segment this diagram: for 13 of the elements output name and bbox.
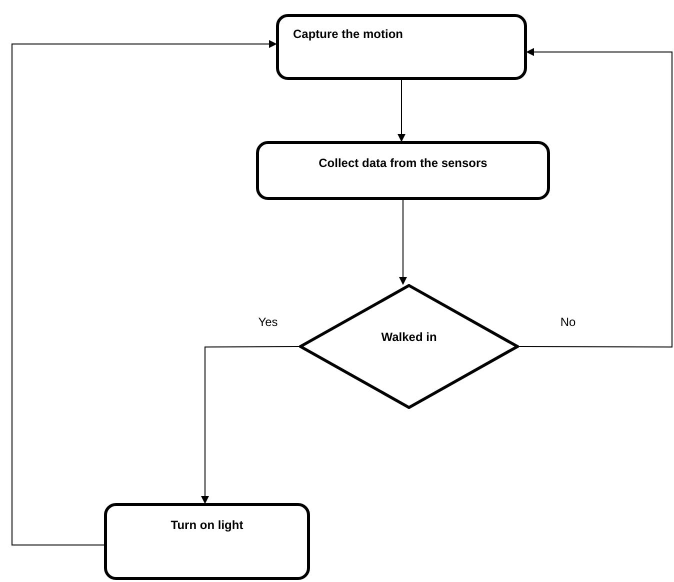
- node-text: Collect data from the sensors: [318, 155, 488, 172]
- arrow: [398, 80, 406, 142]
- process-box: [276, 14, 527, 80]
- arrow: [12, 40, 277, 546]
- arrow: [399, 200, 407, 285]
- node-text: Turn on light: [170, 517, 244, 534]
- node-text: Walked in: [381, 329, 437, 346]
- node-text: Capture the motion: [293, 26, 403, 43]
- process-box: [104, 503, 310, 580]
- process-box: [256, 141, 550, 200]
- decision-diamond: [299, 284, 519, 409]
- arrow: [518, 48, 672, 348]
- arrow: [201, 346, 300, 504]
